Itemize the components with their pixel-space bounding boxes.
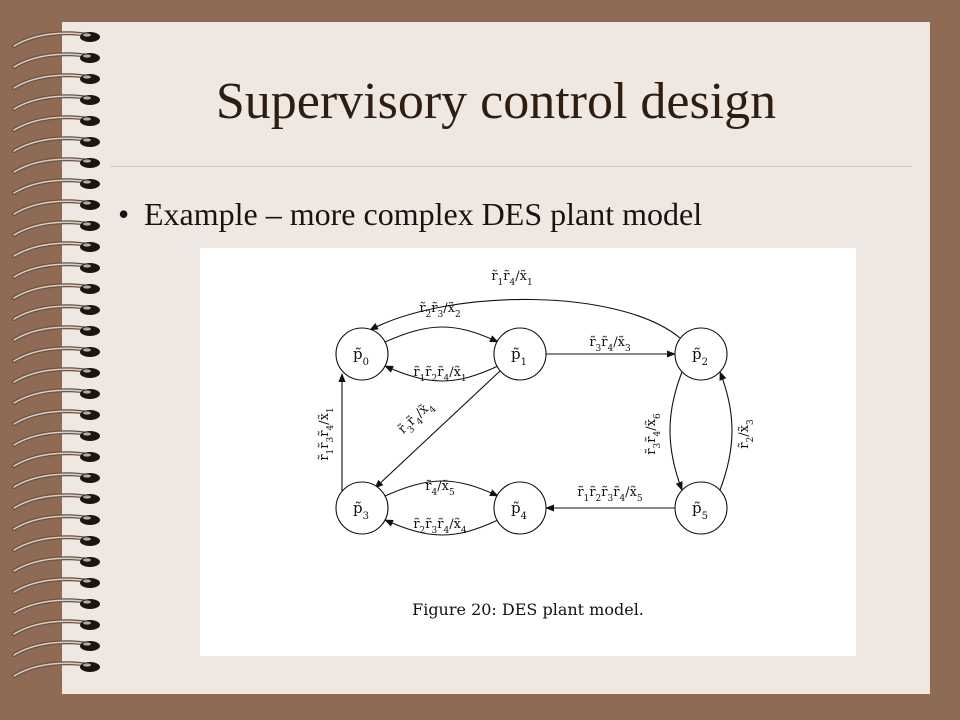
bullet-item: • Example – more complex DES plant model [118, 196, 702, 233]
bullet-text: Example – more complex DES plant model [144, 196, 703, 232]
binding-ring [12, 493, 100, 510]
edge-label-p5-p4: r̃1r̃2r̃3r̃4/x̃5 [577, 485, 643, 504]
edge-p1-p0: r̃1r̃2r̃4/x̃1 [384, 365, 499, 384]
edge-label-p1-p0: r̃1r̃2r̃4/x̃1 [413, 365, 466, 384]
edge-label-p0-p1: r̃2r̃3/x̃2 [419, 301, 460, 320]
edge-label-p1-p2: r̃3r̃4/x̃3 [589, 335, 631, 354]
edge-label-p3-p0: r̃1r̃3r̃4/x̃1 [317, 407, 336, 460]
binding-ring [12, 73, 100, 90]
binding-ring [12, 31, 100, 48]
state-p0: p̃0 [335, 327, 389, 381]
edge-p1-p3: r̃3r̃4/x̃4 [374, 370, 501, 489]
state-label-p1: p̃1 [511, 345, 527, 368]
edge-label-p3-p4: r̃4/x̃5 [425, 479, 455, 498]
binding-ring [12, 262, 100, 279]
binding-ring [12, 178, 100, 195]
edge-label-p1-p3: r̃3r̃4/x̃4 [395, 398, 438, 440]
edge-p2-p5: r̃3r̃4/x̃6 [644, 371, 683, 491]
binding-ring [12, 220, 100, 237]
binding-ring [12, 199, 100, 216]
state-p1: p̃1 [493, 327, 547, 381]
binding-ring [12, 304, 100, 321]
figure-panel: r̃1r̃4/x̃1 r̃2r̃3/x̃2 r̃1r̃2r̃4/x̃1 r̃3r̃4/… [200, 248, 856, 656]
binding-ring [12, 388, 100, 405]
binding-ring [12, 241, 100, 258]
binding-ring [12, 94, 100, 111]
binding-ring [12, 283, 100, 300]
state-label-p0: p̃0 [353, 345, 369, 368]
state-diagram: r̃1r̃4/x̃1 r̃2r̃3/x̃2 r̃1r̃2r̃4/x̃1 r̃3r̃4/… [317, 269, 756, 536]
binding-ring [12, 409, 100, 426]
binding-ring [12, 514, 100, 531]
state-label-p5: p̃5 [692, 499, 708, 522]
binding-ring [12, 640, 100, 657]
edge-p1-p2: r̃3r̃4/x̃3 [546, 335, 676, 358]
binding-ring [12, 115, 100, 132]
state-label-p2: p̃2 [692, 345, 708, 368]
edge-label-p2-p0: r̃1r̃4/x̃1 [491, 269, 532, 288]
state-p5: p̃5 [674, 481, 728, 535]
edge-p0-p1: r̃2r̃3/x̃2 [384, 301, 499, 343]
edge-p3-p4: r̃4/x̃5 [384, 479, 499, 498]
binding-ring [12, 619, 100, 636]
binding-ring [12, 661, 100, 678]
edge-label-p4-p3: r̃2r̃3r̃4/x̃4 [413, 517, 467, 536]
edge-p5-p4: r̃1r̃2r̃3r̃4/x̃5 [545, 485, 675, 512]
state-label-p3: p̃3 [353, 499, 369, 522]
bullet-marker: • [118, 196, 130, 232]
state-p3: p̃3 [335, 481, 389, 535]
binding-ring [12, 367, 100, 384]
binding-ring [12, 346, 100, 363]
binding-ring [12, 136, 100, 153]
binding-ring [12, 472, 100, 489]
binding-ring [12, 325, 100, 342]
slide-title: Supervisory control design [215, 73, 777, 130]
edge-p2-p0: r̃1r̃4/x̃1 [369, 269, 681, 339]
edge-p3-p0: r̃1r̃3r̃4/x̃1 [317, 373, 346, 492]
binding-ring [12, 52, 100, 69]
state-p4: p̃4 [493, 481, 547, 535]
state-label-p4: p̃4 [511, 499, 527, 522]
state-p2: p̃2 [674, 327, 728, 381]
binding-ring [12, 577, 100, 594]
binding-ring [12, 598, 100, 615]
figure-caption: Figure 20: DES plant model. [412, 600, 644, 619]
title-divider [110, 166, 912, 167]
edge-p4-p3: r̃2r̃3r̃4/x̃4 [384, 517, 499, 536]
binding-ring [12, 157, 100, 174]
edge-label-p5-p2: r̃2/x̃3 [737, 419, 756, 449]
binding-ring [12, 430, 100, 447]
edge-p5-p2: r̃2/x̃3 [719, 371, 756, 491]
binding-ring [12, 535, 100, 552]
binding-ring [12, 556, 100, 573]
binding-ring [12, 451, 100, 468]
spiral-binding [12, 31, 100, 678]
edge-label-p2-p5: r̃3r̃4/x̃6 [644, 413, 663, 455]
